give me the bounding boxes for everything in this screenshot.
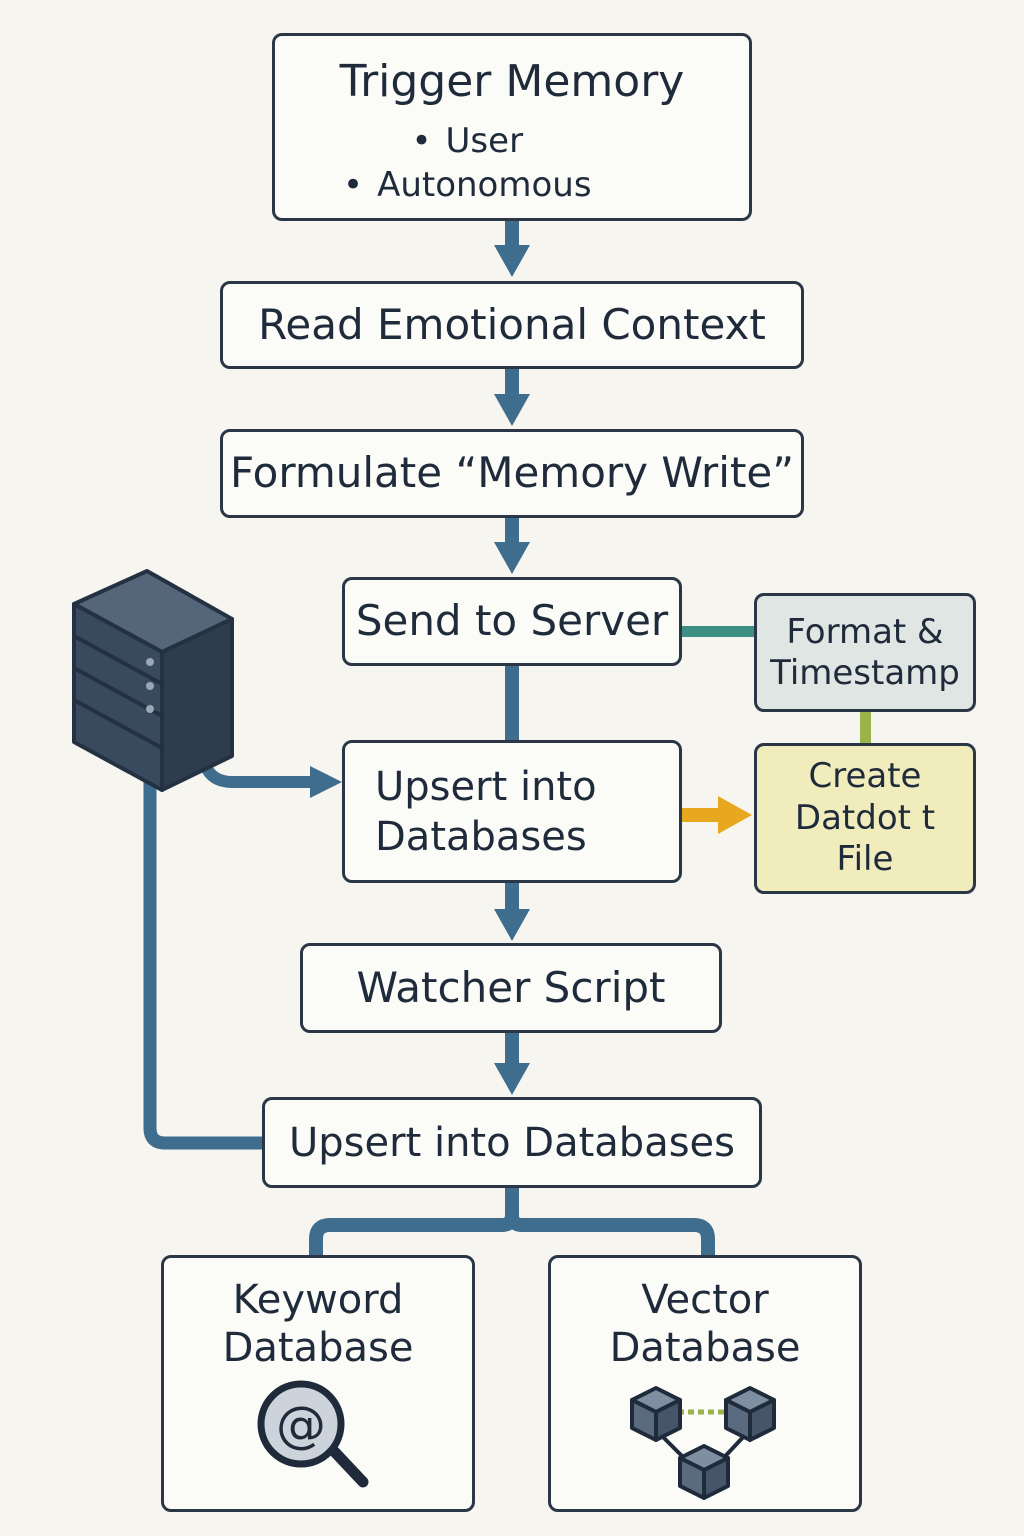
format-line-1: Format & bbox=[786, 611, 944, 652]
create-line-3: File bbox=[836, 839, 894, 880]
create-line-1: Create bbox=[808, 756, 922, 797]
format-line-2: Timestamp bbox=[770, 652, 960, 693]
trigger-option-user: User bbox=[343, 119, 592, 163]
send-to-server-box: Send to Server bbox=[342, 577, 682, 666]
create-file-box: Create Datdot t File bbox=[754, 743, 976, 894]
upsert-into-databases-box-1: Upsert into Databases bbox=[342, 740, 682, 883]
trigger-option-autonomous: Autonomous bbox=[343, 163, 591, 207]
format-timestamp-box: Format & Timestamp bbox=[754, 593, 976, 712]
upsert-2-label: Upsert into Databases bbox=[289, 1119, 735, 1166]
send-to-server-label: Send to Server bbox=[355, 596, 669, 646]
keyword-line-1: Keyword bbox=[232, 1277, 404, 1323]
main-flow-arrows bbox=[494, 221, 530, 1095]
upsert-into-databases-box-2: Upsert into Databases bbox=[262, 1097, 762, 1188]
upsert-1-line-1: Upsert into bbox=[375, 763, 597, 810]
server-to-upsert-arrow bbox=[199, 762, 312, 788]
upsert-1-label: Upsert into Databases bbox=[375, 762, 597, 862]
keyword-database-box: Keyword Database @ bbox=[161, 1255, 475, 1512]
watcher-script-label: Watcher Script bbox=[356, 962, 666, 1012]
trigger-memory-box: Trigger Memory User Autonomous bbox=[272, 33, 752, 221]
create-line-2: Datdot t bbox=[794, 797, 936, 838]
formulate-memory-write-box: Formulate “Memory Write” bbox=[220, 429, 804, 518]
server-icon bbox=[72, 569, 234, 792]
svg-text:@: @ bbox=[276, 1396, 326, 1454]
vector-line-1: Vector bbox=[641, 1277, 769, 1323]
vector-database-label: Vector Database bbox=[610, 1276, 801, 1372]
send-to-format-connector bbox=[682, 626, 754, 637]
read-emotional-context-label: Read Emotional Context bbox=[258, 299, 766, 349]
upsert-to-create-arrow bbox=[682, 808, 722, 822]
watcher-script-box: Watcher Script bbox=[300, 943, 722, 1033]
vector-line-2: Database bbox=[609, 1325, 801, 1371]
upsert-1-line-2: Databases bbox=[375, 813, 587, 860]
format-to-create-connector bbox=[860, 712, 871, 743]
read-emotional-context-box: Read Emotional Context bbox=[220, 281, 804, 369]
vector-database-box: Vector Database bbox=[548, 1255, 862, 1512]
at-sign-magnifier-icon: @ bbox=[257, 1380, 369, 1488]
keyword-line-2: Database bbox=[222, 1325, 414, 1371]
format-timestamp-label: Format & Timestamp bbox=[770, 612, 960, 694]
create-file-label: Create Datdot t File bbox=[795, 756, 935, 880]
formulate-memory-write-label: Formulate “Memory Write” bbox=[229, 448, 795, 498]
trigger-options-list: User Autonomous bbox=[343, 119, 592, 207]
server-to-upsert2-line bbox=[143, 782, 262, 1150]
keyword-database-label: Keyword Database bbox=[223, 1276, 414, 1372]
trigger-memory-title: Trigger Memory bbox=[339, 56, 685, 107]
cubes-network-icon bbox=[629, 1386, 776, 1500]
database-split-connector bbox=[309, 1188, 715, 1255]
